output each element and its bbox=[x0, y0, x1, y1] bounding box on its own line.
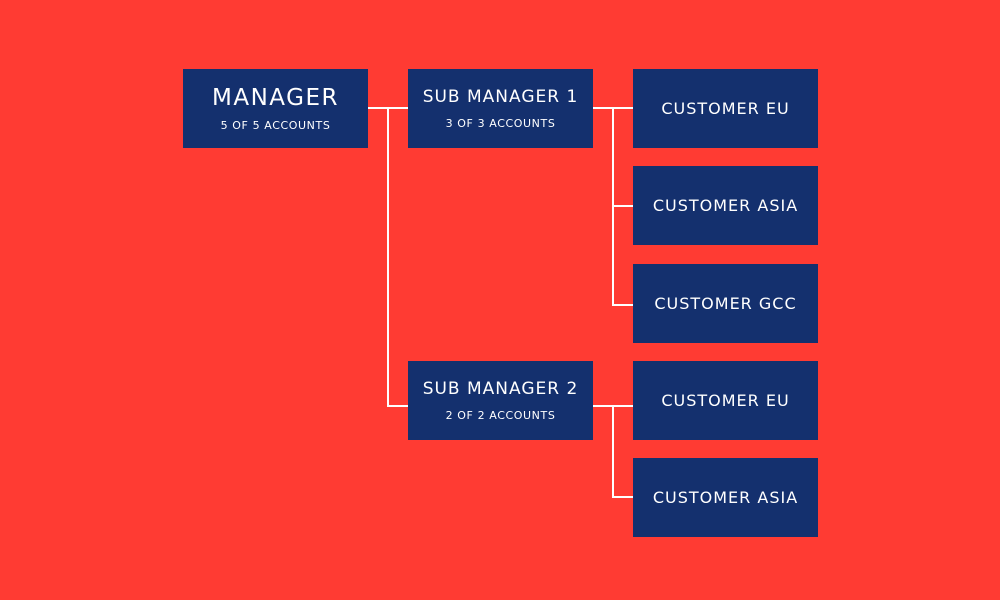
sub-manager-1-title: SUB MANAGER 1 bbox=[422, 86, 579, 107]
customer-gcc-title: CUSTOMER GCC bbox=[654, 293, 797, 313]
customer-gcc-node-sub-manager-1: CUSTOMER GCC bbox=[633, 264, 818, 343]
sub-manager-1-node: SUB MANAGER 1 3 OF 3 ACCOUNTS bbox=[408, 69, 593, 148]
customer-asia-node-sub-manager-2: CUSTOMER ASIA bbox=[633, 458, 818, 537]
customer-eu-title: CUSTOMER EU bbox=[661, 98, 790, 118]
sub-manager-2-node: SUB MANAGER 2 2 OF 2 ACCOUNTS bbox=[408, 361, 593, 440]
customer-asia-title: CUSTOMER ASIA bbox=[652, 487, 799, 507]
customer-asia-node-sub-manager-1: CUSTOMER ASIA bbox=[633, 166, 818, 245]
sub-manager-1-account-count: 3 OF 3 ACCOUNTS bbox=[445, 116, 556, 130]
sub-manager-2-title: SUB MANAGER 2 bbox=[422, 378, 579, 399]
customer-eu-title: CUSTOMER EU bbox=[661, 390, 790, 410]
customer-eu-node-sub-manager-1: CUSTOMER EU bbox=[633, 69, 818, 148]
manager-node: MANAGER 5 OF 5 ACCOUNTS bbox=[183, 69, 368, 148]
customer-eu-node-sub-manager-2: CUSTOMER EU bbox=[633, 361, 818, 440]
manager-account-count: 5 OF 5 ACCOUNTS bbox=[220, 118, 331, 132]
manager-title: MANAGER bbox=[212, 84, 339, 111]
sub-manager-2-account-count: 2 OF 2 ACCOUNTS bbox=[445, 408, 556, 422]
customer-asia-title: CUSTOMER ASIA bbox=[652, 195, 799, 215]
